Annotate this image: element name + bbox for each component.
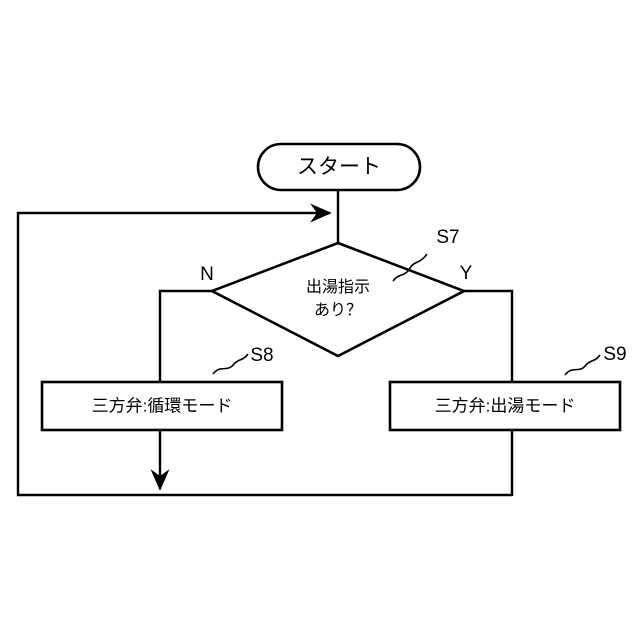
connector-loop-back (16, 203, 512, 497)
node-decision[interactable]: 出湯指示 あり？ (208, 241, 468, 358)
step-tag-s9: S9 (564, 344, 627, 376)
step-tag-s8-label: S8 (250, 345, 273, 366)
step-tag-s7-leader (392, 253, 428, 282)
step-tag-s8-leader (212, 353, 249, 375)
decision-label-line1: 出湯指示 (306, 278, 370, 296)
decision-diamond-shape (208, 241, 468, 358)
process-left-label: 三方弁:循環モード (92, 396, 233, 415)
branch-label-yes: Y (460, 263, 473, 284)
step-tag-s8: S8 (212, 345, 274, 375)
step-tag-s9-leader (564, 354, 601, 376)
decision-label-line2: あり？ (314, 301, 362, 319)
branch-label-no: N (200, 264, 214, 285)
connector-yes-branch (464, 289, 514, 382)
process-right-label: 三方弁:出湯モード (435, 396, 576, 415)
node-process-right[interactable]: 三方弁:出湯モード (388, 380, 622, 432)
start-terminal-shape (256, 142, 422, 192)
start-terminal-label: スタート (297, 156, 381, 179)
step-tag-s9-label: S9 (603, 344, 626, 365)
process-left-shape (40, 380, 284, 432)
process-right-shape (388, 380, 622, 432)
step-tag-s7-label: S7 (436, 227, 459, 248)
connector-no-branch (158, 289, 212, 382)
node-start[interactable]: スタート (256, 142, 422, 192)
node-process-left[interactable]: 三方弁:循環モード (40, 380, 284, 432)
step-tag-s7: S7 (392, 227, 460, 282)
